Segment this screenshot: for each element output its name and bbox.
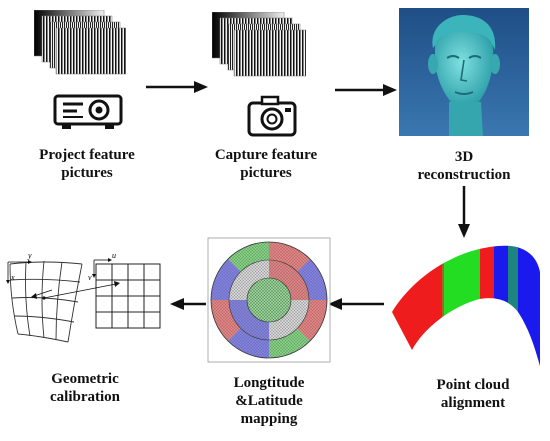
arrow-reconstruction-to-alignment [457,186,471,238]
v-axis-label: v [88,273,92,282]
point-cloud-surface-image [390,242,542,368]
arrow-alignment-to-mapping [328,297,384,311]
project-label: Project feature pictures [39,147,135,181]
projector-icon [52,92,124,132]
arrow-capture-to-reconstruction [335,83,397,97]
warped-grid-image: y x u v [4,250,166,354]
calibration-label: Geometric calibration [50,371,120,405]
camera-icon [246,94,298,138]
3d-head-model-image [399,8,529,136]
arrow-mapping-to-calibration [170,297,206,311]
arrow-project-to-capture [146,80,208,94]
mapping-label: Longtitude &Latitude mapping [233,375,305,427]
reconstruction-label: 3D reconstruction [417,149,511,183]
y-axis-label: y [27,251,32,260]
polar-grid-map-image [206,236,332,364]
x-axis-label: x [10,273,15,282]
alignment-label: Point cloud alignment [436,377,510,411]
u-axis-label: u [112,251,116,260]
capture-fringe-stack [212,12,306,78]
capture-label: Capture feature pictures [214,147,318,181]
project-fringe-stack [34,10,126,76]
